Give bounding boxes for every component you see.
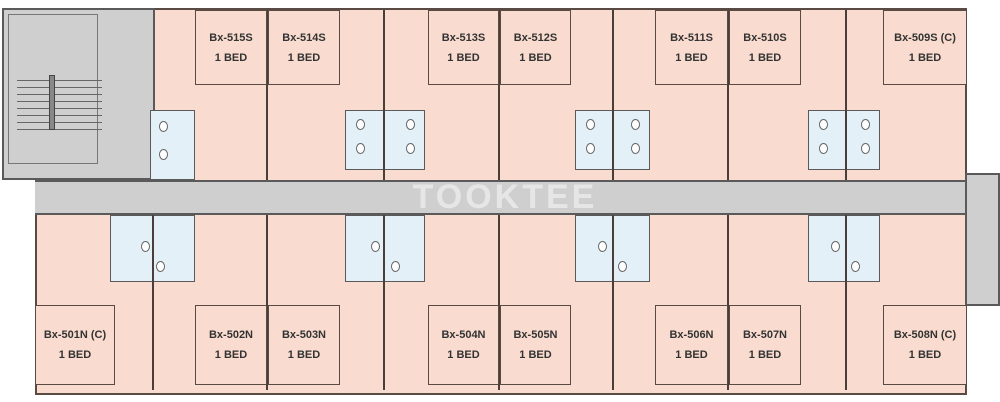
bathroom [345,110,425,170]
bathroom [808,215,880,282]
stair-core-east [965,173,1000,306]
watermark: TOOKTEE [412,178,598,216]
unit-bx-508n: Bx-508N (C)1 BED [883,305,967,385]
bathroom [150,110,195,180]
unit-bx-509s: Bx-509S (C)1 BED [883,10,967,85]
corridor [35,180,967,215]
stairwell [8,14,102,164]
unit-bx-501n: Bx-501N (C)1 BED [35,305,115,385]
stair-core-west [2,8,155,180]
bathroom [345,215,425,282]
bathroom [808,110,880,170]
